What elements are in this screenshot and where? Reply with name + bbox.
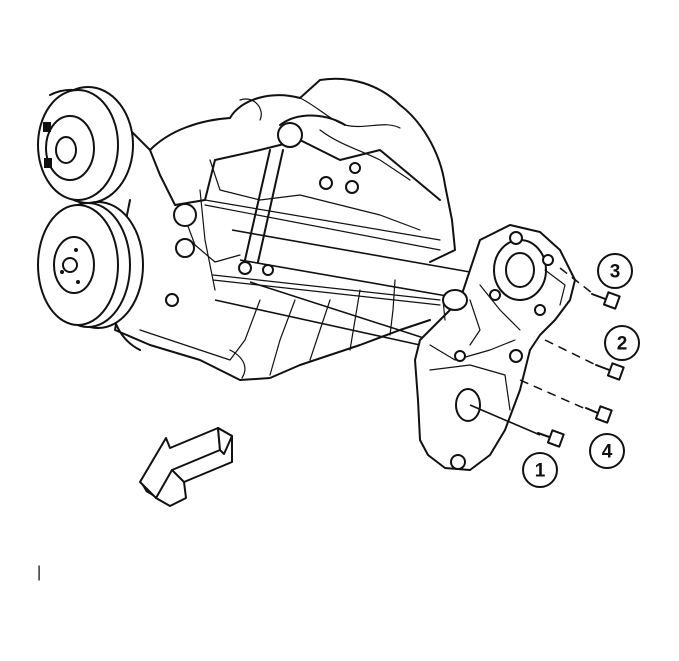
callout-4-label: 4 — [602, 442, 613, 463]
bolt-2 — [595, 362, 625, 381]
engine-block — [49, 77, 456, 381]
bolt-4 — [585, 405, 613, 424]
callout-3: 3 — [597, 253, 633, 289]
callout-2: 2 — [604, 325, 640, 361]
callout-1-label: 1 — [535, 461, 546, 482]
bolt-alignment-lines — [469, 267, 597, 436]
upper-pulley — [37, 86, 134, 204]
callout-4: 4 — [589, 433, 625, 469]
callout-1: 1 — [522, 452, 558, 488]
assembly-guide-lines — [214, 229, 471, 346]
bolt-3 — [591, 291, 621, 310]
callout-2-label: 2 — [617, 334, 628, 355]
footnote-mark: | — [37, 564, 41, 581]
callout-3-label: 3 — [610, 262, 621, 283]
bolt-1 — [537, 429, 565, 448]
front-direction-arrow-icon — [139, 427, 233, 507]
lower-pulley — [37, 201, 144, 329]
mounting-bracket — [414, 224, 576, 471]
